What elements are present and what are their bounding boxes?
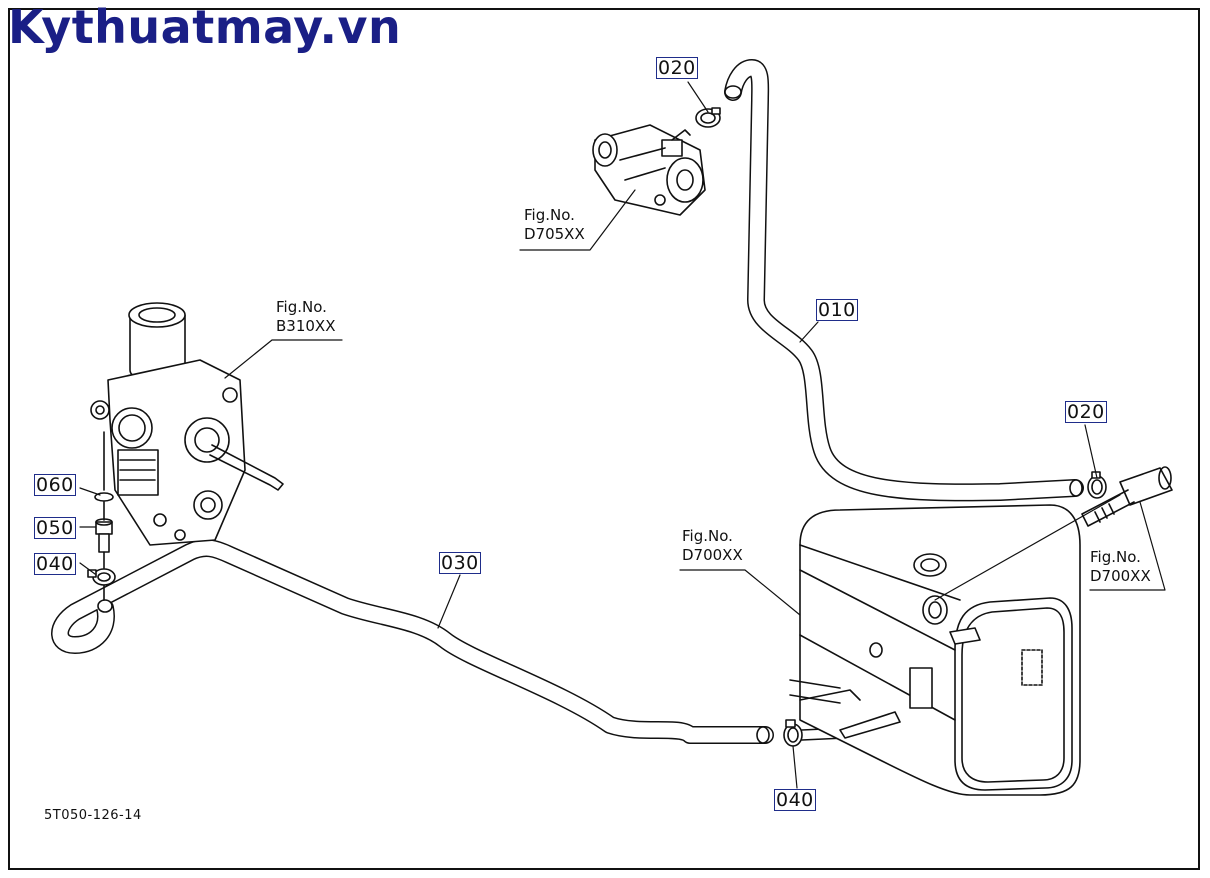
figref-b310[interactable]: Fig.No. B310XX: [276, 298, 335, 336]
clamp-040-left: [87, 568, 116, 586]
clamp-020-top: [695, 107, 721, 128]
figref-d700-fitting-line1: Fig.No.: [1090, 548, 1141, 566]
label-040-bottom[interactable]: 040: [774, 789, 816, 811]
label-020-right[interactable]: 020: [1065, 401, 1107, 423]
clamp-040-bottom: [783, 719, 846, 747]
label-040-left[interactable]: 040: [34, 553, 76, 575]
figref-b310-line2: B310XX: [276, 317, 336, 335]
pump-d705: [592, 124, 706, 216]
figref-d705-line2: D705XX: [524, 225, 585, 243]
figref-d700-tank[interactable]: Fig.No. D700XX: [682, 527, 743, 565]
label-020-top[interactable]: 020: [656, 57, 698, 79]
drawing-code: 5T050-126-14: [44, 808, 142, 823]
fuel-tank-d700: [789, 494, 1121, 796]
hose-030: [51, 539, 774, 744]
leader-lines: [79, 81, 1166, 789]
strainer-fitting: [1081, 466, 1173, 527]
oring-060: [94, 492, 114, 502]
label-010[interactable]: 010: [816, 299, 858, 321]
figref-d705[interactable]: Fig.No. D705XX: [524, 206, 585, 244]
figref-d700-fitting-line2: D700XX: [1090, 567, 1151, 585]
label-060[interactable]: 060: [34, 474, 76, 496]
figref-d705-line1: Fig.No.: [524, 206, 575, 224]
figref-d700-tank-line2: D700XX: [682, 546, 743, 564]
figref-b310-line1: Fig.No.: [276, 298, 327, 316]
label-030[interactable]: 030: [439, 552, 481, 574]
figref-d700-fitting[interactable]: Fig.No. D700XX: [1090, 548, 1151, 586]
hose-010: [724, 59, 1084, 502]
figref-d700-tank-line1: Fig.No.: [682, 527, 733, 545]
brand-watermark: Kythuatmay.vn: [8, 0, 402, 54]
label-050[interactable]: 050: [34, 517, 76, 539]
fitting-050: [95, 518, 113, 553]
pump-b310: [90, 302, 284, 546]
